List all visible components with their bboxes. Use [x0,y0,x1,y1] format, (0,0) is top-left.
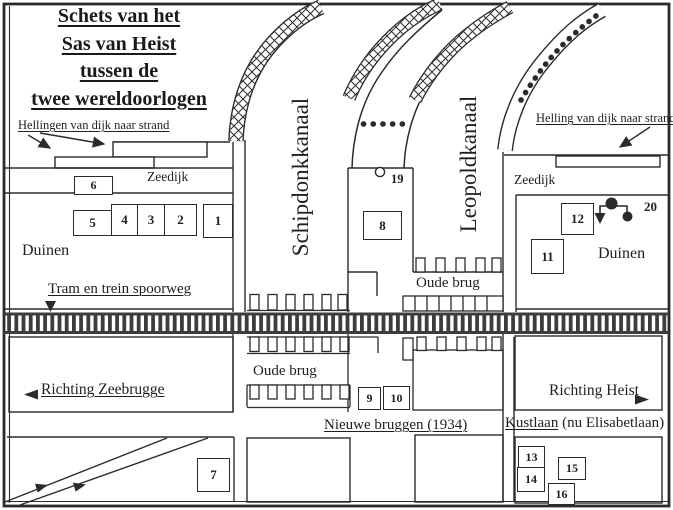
box-3: 3 [137,204,165,236]
southeast-blocks [514,335,663,504]
title-line: Sas van Heist [61,32,177,55]
beach-structure-glyph [594,197,633,224]
right-dike [502,126,668,312]
railway-track [4,312,669,334]
box-10: 10 [383,386,410,410]
west-pier [228,0,325,142]
channel-west-pier [342,0,443,101]
canal-label-leopoldkanaal: Leopoldkanaal [456,95,481,233]
arrow-heist-icon [635,394,649,405]
box-16: 16 [548,483,575,505]
title-line: twee wereldoorlogen [31,87,207,110]
label-kustlaan-suffix: (nu Elisabetlaan) [558,415,665,431]
sluice-basin [347,166,503,312]
box-4: 4 [111,204,138,236]
channel-east-pier [408,1,514,104]
old-bridge-south [232,334,504,412]
box-12: 12 [561,203,594,235]
arrow-zeebrugge-icon [24,389,38,400]
label-oude-brug-bottom: Oude brug [253,363,317,379]
box-6: 6 [74,176,113,195]
box-11: 11 [531,239,564,274]
east-pier-dotted [497,2,606,152]
southwest-blocks [4,336,235,506]
left-dike [3,132,246,312]
label-kustlaan: Kustlaan (nu Elisabetlaan) [505,415,665,432]
title-line: Schets van het [57,5,181,27]
label-zeedijk-right: Zeedijk [514,172,556,187]
label-hellingen-left: Hellingen van dijk naar strand [18,118,170,132]
label-helling-right: Helling van dijk naar strand [536,111,673,125]
label-oude-brug-top: Oude brug [416,275,480,291]
box-2: 2 [164,204,197,236]
box-8: 8 [363,211,402,240]
direction-arrows [24,301,649,405]
map-title: Schets van het Sas van Heist tussen de t… [8,5,230,115]
label-richting-heist: Richting Heist [549,382,639,399]
old-bridge-north [247,257,504,312]
box-1: 1 [203,204,233,238]
label-tram-spoorweg: Tram en trein spoorweg [48,281,192,297]
south-blocks [246,334,515,503]
label-zeedijk-left: Zeedijk [147,169,189,184]
box-9: 9 [358,387,381,410]
label-richting-zeebrugge: Richting Zeebrugge [41,381,165,398]
marker-20: 20 [644,199,657,214]
marker-19: 19 [391,172,404,186]
box-7: 7 [197,458,230,492]
box-14: 14 [517,467,545,492]
box-15: 15 [558,457,586,480]
title-line: tussen de [79,60,159,82]
box-5: 5 [73,210,112,236]
label-duinen-left: Duinen [22,242,70,259]
box-13: 13 [518,446,545,468]
arrow-tram-icon [45,301,56,312]
label-nieuwe-bruggen: Nieuwe bruggen (1934) [324,417,468,433]
label-duinen-right: Duinen [598,245,646,262]
label-kustlaan-name: Kustlaan [505,415,559,431]
canal-label-schipdonkkanaal: Schipdonkkanaal [288,97,313,257]
